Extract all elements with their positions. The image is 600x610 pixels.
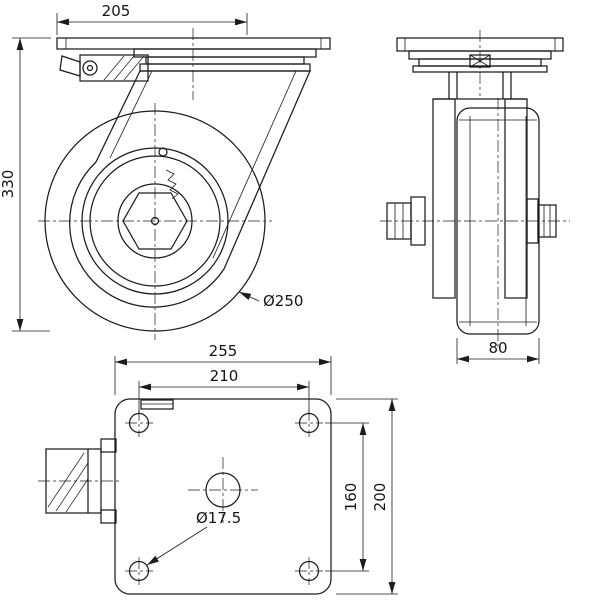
dim-plate-length-255: 255 bbox=[114, 342, 332, 395]
dim-wheel-width-80: 80 bbox=[456, 338, 540, 364]
dim-overall-height-330: 330 bbox=[0, 37, 51, 332]
front-fork-leg-left bbox=[432, 98, 456, 299]
side-top-plate bbox=[56, 37, 331, 50]
dim-text-330: 330 bbox=[0, 170, 17, 199]
top-brake-lever-tip bbox=[140, 399, 174, 410]
dim-hole-diameter-17-5: Ø17.5 bbox=[146, 509, 241, 566]
dim-text-205: 205 bbox=[102, 2, 131, 20]
side-brake-lever bbox=[59, 54, 149, 82]
dim-text-200: 200 bbox=[371, 483, 389, 512]
front-fork-leg-right bbox=[504, 98, 528, 299]
dim-text-d17-5: Ø17.5 bbox=[196, 509, 241, 527]
top-view-dimensions: 255 210 160 200 Ø17.5 bbox=[114, 342, 398, 595]
bolt-hole-bottom-right bbox=[295, 557, 323, 585]
dim-text-d250: Ø250 bbox=[263, 292, 303, 310]
front-view-dimensions: 80 bbox=[456, 338, 540, 364]
side-grease-fitting bbox=[165, 169, 179, 200]
dim-bolt-pitch-210: 210 bbox=[138, 367, 310, 414]
center-kingpin-hole bbox=[188, 457, 258, 523]
side-view bbox=[38, 28, 331, 340]
dim-plate-width-200: 200 bbox=[336, 398, 398, 595]
front-view bbox=[380, 30, 570, 348]
dim-text-80: 80 bbox=[488, 339, 507, 357]
side-view-dimensions: 205 330 Ø250 bbox=[0, 2, 303, 332]
dim-plate-width-205: 205 bbox=[56, 2, 248, 35]
top-plan-view bbox=[38, 398, 332, 595]
dim-wheel-diameter-250: Ø250 bbox=[238, 291, 303, 310]
top-brake-pedal bbox=[38, 438, 122, 524]
top-mounting-plate bbox=[114, 398, 332, 595]
bolt-hole-bottom-left bbox=[125, 557, 153, 585]
dim-text-210: 210 bbox=[210, 367, 239, 385]
side-swivel-ring-1 bbox=[133, 48, 317, 58]
side-swivel-ring-2 bbox=[145, 56, 305, 65]
dim-bolt-pitch-160: 160 bbox=[325, 422, 369, 572]
side-swivel-ring-3 bbox=[139, 63, 311, 72]
side-swivel-fork bbox=[69, 70, 311, 308]
dim-text-160: 160 bbox=[342, 483, 360, 512]
dim-text-255: 255 bbox=[209, 342, 238, 360]
